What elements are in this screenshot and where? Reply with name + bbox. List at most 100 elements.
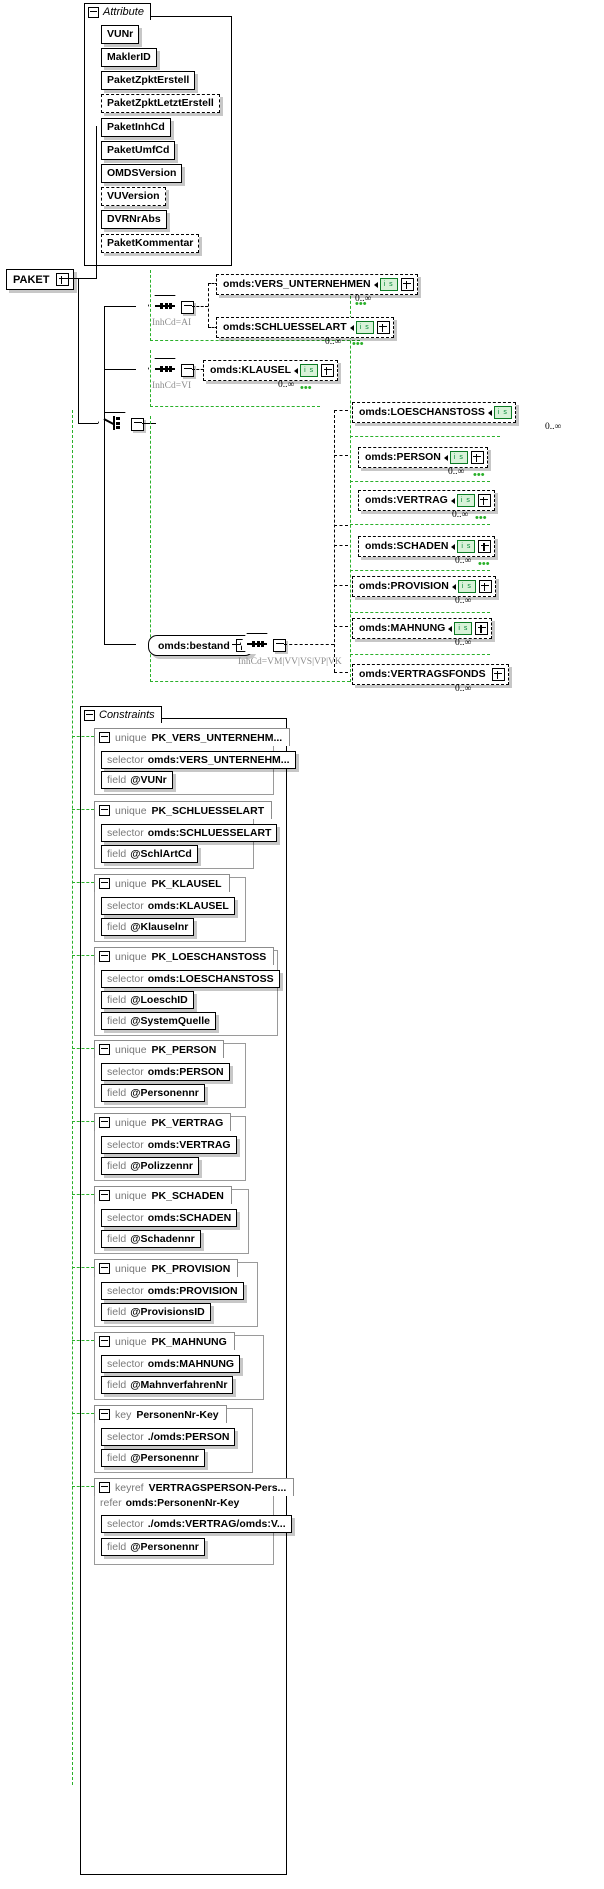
minus-icon[interactable] xyxy=(99,951,110,962)
expand-icon[interactable] xyxy=(478,540,492,553)
element-mahnung[interactable]: omds:MAHNUNG i s xyxy=(352,618,493,639)
constraints-group-tab[interactable]: Constraints xyxy=(80,706,162,723)
attribute-group-box xyxy=(84,16,232,266)
sequence-compositor-vi[interactable] xyxy=(148,358,194,382)
element-vertrag[interactable]: omds:VERTRAG i s xyxy=(358,490,495,511)
constraint-tab-7[interactable]: unique PK_PROVISION xyxy=(94,1259,239,1277)
expand-icon[interactable] xyxy=(478,580,492,593)
constraint-selector-3[interactable]: selector omds:LOESCHANSTOSS xyxy=(101,970,280,988)
minus-icon[interactable] xyxy=(99,1117,110,1128)
expand-icon[interactable] xyxy=(491,668,505,681)
element-schluesselart[interactable]: omds:SCHLUESSELART i s xyxy=(216,317,394,338)
constraints-green-spine xyxy=(72,410,73,1785)
constraint-selector-4[interactable]: selector omds:PERSON xyxy=(101,1063,230,1081)
branch-bestand xyxy=(104,644,136,645)
attribute-dvrnrabs[interactable]: DVRNrAbs xyxy=(101,210,167,229)
attribute-group-label: Attribute xyxy=(103,5,144,18)
attribute-omdsversion[interactable]: OMDSVersion xyxy=(101,164,183,183)
constraint-field-8-0[interactable]: field @MahnverfahrenNr xyxy=(101,1376,234,1394)
constraint-field-2-0[interactable]: field @Klauselnr xyxy=(101,918,195,936)
constraint-selector-0[interactable]: selector omds:VERS_UNTERNEHM... xyxy=(101,751,296,769)
type-arrow-icon xyxy=(451,583,456,590)
attribute-group-tab[interactable]: Attribute xyxy=(84,3,151,20)
constraint-field-0-0[interactable]: field @VUNr xyxy=(101,771,173,789)
attribute-connector xyxy=(96,252,97,279)
sequence-collapse-icon[interactable] xyxy=(181,300,194,314)
constraint-field-6-0[interactable]: field @Schadennr xyxy=(101,1230,201,1248)
minus-icon[interactable] xyxy=(88,6,99,18)
constraint-tab-9[interactable]: key PersonenNr-Key xyxy=(94,1405,227,1423)
attribute-vunr[interactable]: VUNr xyxy=(101,25,140,44)
constraint-tab-0[interactable]: unique PK_VERS_UNTERNEHM... xyxy=(94,728,291,746)
constraint-tab-6[interactable]: unique PK_SCHADEN xyxy=(94,1186,232,1204)
sequence-compositor-ai[interactable] xyxy=(148,295,194,319)
constraint-tab-1[interactable]: unique PK_SCHLUESSELART xyxy=(94,801,273,819)
constraint-selector-1[interactable]: selector omds:SCHLUESSELART xyxy=(101,824,278,842)
constraint-tab-4[interactable]: unique PK_PERSON xyxy=(94,1040,225,1058)
minus-icon[interactable] xyxy=(99,1190,110,1201)
sequence-compositor-bestand[interactable] xyxy=(240,633,286,657)
constraint-field-3-0[interactable]: field @LoeschID xyxy=(101,991,194,1009)
constraint-field-3-1[interactable]: field @SystemQuelle xyxy=(101,1012,216,1030)
constraint-field-9-0[interactable]: field @Personennr xyxy=(101,1449,205,1467)
choice-collapse-icon[interactable] xyxy=(131,417,144,431)
constraint-kind: unique xyxy=(115,804,147,817)
constraint-selector-8[interactable]: selector omds:MAHNUNG xyxy=(101,1355,241,1373)
element-person[interactable]: omds:PERSON i s xyxy=(358,447,488,468)
element-vertragsfonds[interactable]: omds:VERTRAGSFONDS xyxy=(352,664,509,685)
minus-icon[interactable] xyxy=(99,732,110,743)
constraint-selector-10[interactable]: selector ./omds:VERTRAG/omds:V... xyxy=(101,1515,292,1533)
attribute-paketzpktletzterstell[interactable]: PaketZpktLetztErstell xyxy=(101,94,220,113)
attribute-paketkommentar[interactable]: PaketKommentar xyxy=(101,234,200,253)
root-element-paket[interactable]: PAKET xyxy=(6,269,74,290)
attribute-paketumfcd[interactable]: PaketUmfCd xyxy=(101,141,176,160)
attribute-paketzpkterstell[interactable]: PaketZpktErstell xyxy=(101,71,196,90)
expand-icon[interactable] xyxy=(400,278,414,291)
minus-icon[interactable] xyxy=(99,1409,110,1420)
element-ref-bestand[interactable]: omds:bestand xyxy=(148,635,254,656)
constraint-tab-10[interactable]: keyref VERTRAGSPERSON-Pers... xyxy=(94,1478,295,1496)
minus-icon[interactable] xyxy=(84,709,95,721)
minus-icon[interactable] xyxy=(99,1044,110,1055)
constraint-tab-5[interactable]: unique PK_VERTRAG xyxy=(94,1113,232,1131)
element-loeschanstoss[interactable]: omds:LOESCHANSTOSS i s xyxy=(352,402,516,423)
attribute-maklerid[interactable]: MaklerID xyxy=(101,48,157,67)
sequence-collapse-icon[interactable] xyxy=(181,363,194,377)
expand-icon[interactable] xyxy=(376,321,390,334)
is-badge-icon: i s xyxy=(456,494,475,507)
expand-icon[interactable] xyxy=(470,451,484,464)
constraint-tab-3[interactable]: unique PK_LOESCHANSTOSS xyxy=(94,947,275,965)
constraint-selector-9[interactable]: selector ./omds:PERSON xyxy=(101,1428,236,1446)
constraint-selector-6[interactable]: selector omds:SCHADEN xyxy=(101,1209,238,1227)
constraint-name: PersonenNr-Key xyxy=(136,1408,219,1421)
constraint-field-4-0[interactable]: field @Personennr xyxy=(101,1084,205,1102)
constraint-field-5-0[interactable]: field @Polizzennr xyxy=(101,1157,200,1175)
choice-compositor[interactable] xyxy=(98,412,144,436)
minus-icon[interactable] xyxy=(99,1336,110,1347)
constraint-field-1-0[interactable]: field @SchlArtCd xyxy=(101,845,198,863)
constraint-tab-8[interactable]: unique PK_MAHNUNG xyxy=(94,1332,235,1350)
constraint-field-7-0[interactable]: field @ProvisionsID xyxy=(101,1303,211,1321)
element-provision[interactable]: omds:PROVISION i s xyxy=(352,576,496,597)
element-schaden[interactable]: omds:SCHADEN i s xyxy=(358,536,496,557)
expand-icon[interactable] xyxy=(321,364,335,377)
element-vers-unternehmen[interactable]: omds:VERS_UNTERNEHMEN i s xyxy=(216,274,418,295)
minus-icon[interactable] xyxy=(99,878,110,889)
constraint-field-10-0[interactable]: field @Personennr xyxy=(101,1538,205,1556)
constraint-link-7 xyxy=(72,1267,94,1268)
expand-icon[interactable] xyxy=(475,622,489,635)
collapse-box-icon[interactable] xyxy=(56,273,69,286)
constraint-selector-5[interactable]: selector omds:VERTRAG xyxy=(101,1136,237,1154)
constraint-tab-2[interactable]: unique PK_KLAUSEL xyxy=(94,874,230,892)
expand-icon[interactable] xyxy=(477,494,491,507)
constraint-selector-2[interactable]: selector omds:KLAUSEL xyxy=(101,897,235,915)
attribute-paketinhcd[interactable]: PaketInhCd xyxy=(101,118,171,137)
minus-icon[interactable] xyxy=(99,1482,110,1493)
constraint-selector-7[interactable]: selector omds:PROVISION xyxy=(101,1282,244,1300)
element-klausel[interactable]: omds:KLAUSEL i s xyxy=(203,360,339,381)
minus-icon[interactable] xyxy=(99,1263,110,1274)
conn-bestand-b6 xyxy=(334,672,348,673)
attribute-vuversion[interactable]: VUVersion xyxy=(101,187,166,206)
minus-icon[interactable] xyxy=(99,805,110,816)
sequence-collapse-icon[interactable] xyxy=(273,638,286,652)
